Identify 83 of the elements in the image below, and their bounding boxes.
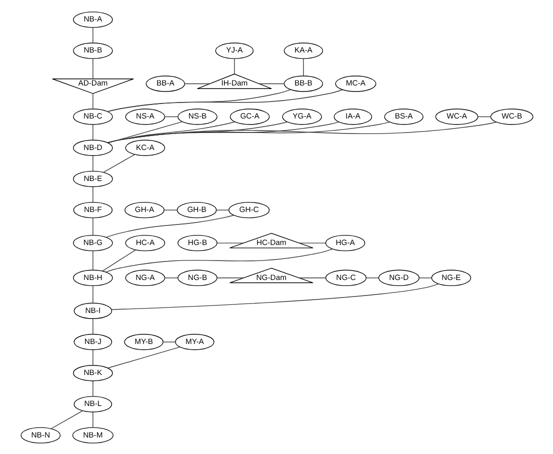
connector — [162, 341, 176, 342]
connector — [105, 248, 332, 272]
node-ellipse: NG-D — [378, 269, 419, 286]
connector — [92, 349, 93, 365]
connector — [477, 116, 490, 117]
node-ellipse: NB-L — [73, 396, 112, 412]
connector — [92, 92, 93, 109]
node-ellipse: NB-J — [73, 333, 112, 350]
node-ellipse: GH-C — [228, 201, 270, 218]
connector — [92, 250, 93, 270]
node-ellipse: NB-C — [72, 108, 112, 124]
node-ellipse: NB-E — [72, 170, 112, 187]
connector — [92, 411, 93, 428]
node-ellipse: GH-A — [124, 201, 164, 218]
connector — [107, 88, 290, 112]
node-ellipse: KA-A — [283, 42, 323, 58]
node-ellipse: BB-A — [145, 75, 185, 92]
node-ellipse: NB-D — [72, 139, 112, 156]
connector — [102, 249, 136, 271]
node-ellipse: NG-C — [324, 269, 366, 286]
connector — [298, 277, 326, 278]
connector — [163, 209, 177, 210]
node-ellipse: IA-A — [333, 108, 372, 124]
node-ellipse: NB-B — [72, 42, 112, 58]
node-ellipse: NB-M — [72, 426, 113, 443]
node-ellipse: MC-A — [334, 75, 376, 92]
connector — [92, 217, 93, 235]
connector — [107, 88, 342, 112]
connector — [92, 124, 93, 140]
node-ellipse: GH-B — [176, 201, 216, 218]
connector — [164, 116, 178, 117]
node-ellipse: HG-A — [324, 234, 365, 251]
node-ellipse: NB-N — [20, 426, 60, 443]
node-ellipse: NB-H — [72, 269, 112, 286]
connector — [92, 58, 93, 79]
node-ellipse: WC-B — [490, 108, 533, 124]
node-ellipse: MY-A — [174, 333, 214, 350]
connector — [164, 277, 178, 278]
connector — [106, 121, 496, 142]
connector — [92, 186, 93, 202]
connector — [92, 380, 93, 396]
connector — [302, 58, 304, 76]
node-ellipse: NG-B — [177, 269, 217, 286]
node-ellipse: BB-B — [283, 75, 323, 92]
connector — [258, 82, 284, 84]
node-ellipse: NB-G — [72, 234, 112, 251]
connector — [107, 346, 180, 368]
connector — [92, 285, 93, 303]
connector — [216, 209, 229, 210]
node-ellipse: NB-K — [72, 364, 112, 381]
node-ellipse: MY-B — [124, 333, 163, 350]
connector — [92, 154, 93, 171]
node-ellipse: NG-E — [430, 269, 471, 286]
node-ellipse: NB-A — [72, 11, 112, 28]
connector — [298, 242, 326, 243]
connector — [216, 277, 244, 278]
node-ellipse: BS-A — [384, 108, 423, 124]
node-ellipse: GC-A — [229, 108, 270, 124]
connector — [50, 410, 82, 428]
node-ellipse: HC-A — [124, 234, 165, 251]
connector — [102, 154, 134, 172]
node-ellipse: YG-A — [282, 108, 322, 124]
connector — [418, 277, 432, 278]
node-ellipse: WC-A — [434, 108, 478, 124]
connector — [106, 121, 390, 142]
node-ellipse: NS-A — [124, 108, 165, 124]
node-ellipse: KC-A — [124, 139, 165, 156]
node-ellipse: NS-B — [177, 108, 217, 124]
connector — [107, 121, 287, 142]
node-ellipse: NG-A — [124, 269, 165, 286]
node-ellipse: NB-I — [73, 302, 112, 318]
connector — [184, 82, 210, 84]
node-ellipse: HG-B — [177, 234, 217, 251]
connector — [107, 121, 235, 143]
connector — [92, 26, 93, 43]
connector — [365, 277, 378, 278]
node-ellipse: YJ-A — [214, 42, 254, 58]
connector — [216, 242, 244, 243]
node-ellipse: NB-F — [72, 201, 112, 218]
connector — [92, 318, 93, 334]
connector — [106, 214, 234, 238]
connector — [107, 121, 339, 142]
connector — [110, 283, 438, 310]
